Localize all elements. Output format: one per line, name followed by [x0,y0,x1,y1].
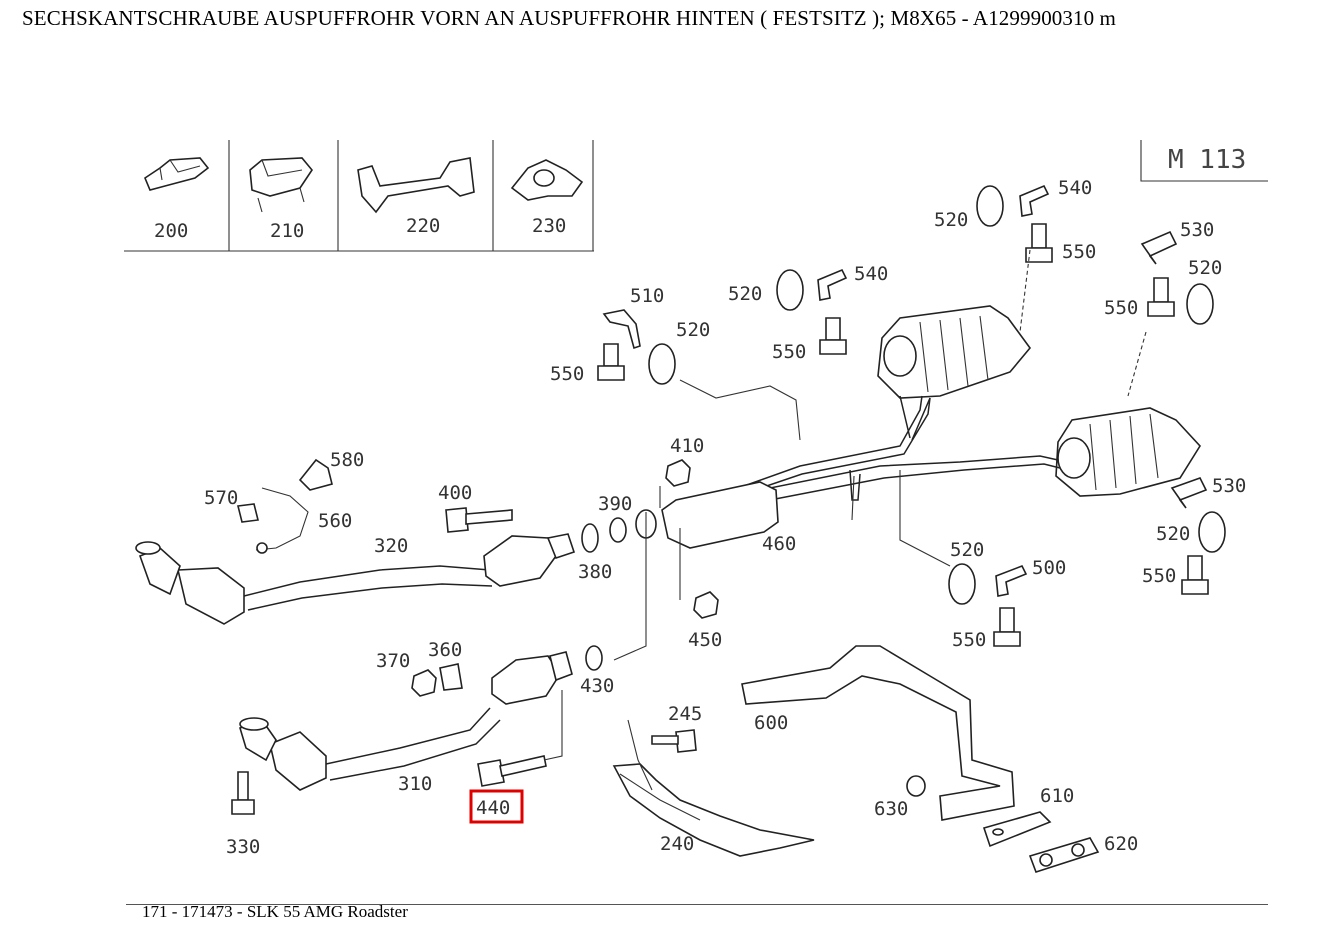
bracket-220-icon[interactable] [357,157,475,214]
label-330[interactable]: 330 [226,836,260,858]
label-570[interactable]: 570 [204,487,238,509]
label-550[interactable]: 550 [550,363,584,385]
bracket-210-icon[interactable] [249,157,313,213]
label-450[interactable]: 450 [688,629,722,651]
label-400[interactable]: 400 [438,482,472,504]
label-530[interactable]: 530 [1180,219,1214,241]
label-550[interactable]: 550 [1142,565,1176,587]
label-310[interactable]: 310 [398,773,432,795]
inset-label-210: 210 [270,220,304,242]
label-520[interactable]: 520 [950,539,984,561]
bracket-200-icon[interactable] [144,157,210,191]
label-560[interactable]: 560 [318,510,352,532]
label-520[interactable]: 520 [728,283,762,305]
label-240[interactable]: 240 [660,833,694,855]
heat-shield-240[interactable] [612,719,815,857]
bracket-230-icon[interactable] [510,159,584,201]
label-360[interactable]: 360 [428,639,462,661]
rear-muffler-upper[interactable] [877,305,1032,399]
label-460[interactable]: 460 [762,533,796,555]
label-520[interactable]: 520 [1188,257,1222,279]
label-390[interactable]: 390 [598,493,632,515]
label-430[interactable]: 430 [580,675,614,697]
label-550[interactable]: 550 [772,341,806,363]
label-370[interactable]: 370 [376,650,410,672]
label-600[interactable]: 600 [754,712,788,734]
label-550[interactable]: 550 [1062,241,1096,263]
label-520[interactable]: 520 [934,209,968,231]
clip-620[interactable] [1028,837,1100,873]
inset-label-200: 200 [154,220,188,242]
plate-610[interactable] [982,811,1052,848]
engine-label: M 113 [1168,145,1246,175]
label-550[interactable]: 550 [1104,297,1138,319]
bracket-600[interactable] [741,645,1015,821]
front-pipe-310[interactable] [239,651,573,791]
label-500[interactable]: 500 [1032,557,1066,579]
label-540[interactable]: 540 [854,263,888,285]
label-540[interactable]: 540 [1058,177,1092,199]
hanger-parts[interactable] [237,184,1226,691]
center-muffler-460[interactable] [661,481,779,549]
label-530[interactable]: 530 [1212,475,1246,497]
label-580[interactable]: 580 [330,449,364,471]
label-520[interactable]: 520 [676,319,710,341]
page-title: SECHSKANTSCHRAUBE AUSPUFFROHR VORN AN AU… [22,6,1116,30]
leader-lines [543,249,1147,761]
rear-muffler-lower[interactable] [1055,407,1202,497]
highlight-box-440 [469,789,524,824]
inset-label-220: 220 [406,215,440,237]
footer-model: 171 - 171473 - SLK 55 AMG Roadster [142,902,408,921]
inset-table: 200 210 220 230 [124,140,594,252]
bolts-and-nuts[interactable] [231,223,1209,815]
label-520[interactable]: 520 [1156,523,1190,545]
label-550[interactable]: 550 [952,629,986,651]
label-630[interactable]: 630 [874,798,908,820]
label-610[interactable]: 610 [1040,785,1074,807]
rubber-630[interactable] [906,775,926,797]
label-380[interactable]: 380 [578,561,612,583]
rear-pipe-system[interactable] [687,395,1061,513]
footer-divider [126,904,1268,905]
part-labels: 540 520 550 530 520 550 540 520 550 510 … [204,177,1246,858]
label-510[interactable]: 510 [630,285,664,307]
label-620[interactable]: 620 [1104,833,1138,855]
inset-label-230: 230 [532,215,566,237]
label-410[interactable]: 410 [670,435,704,457]
label-245[interactable]: 245 [668,703,702,725]
engine-label-box: M 113 [1140,140,1268,182]
front-pipe-320[interactable] [135,533,576,625]
label-440[interactable]: 440 [476,797,510,819]
label-320[interactable]: 320 [374,535,408,557]
